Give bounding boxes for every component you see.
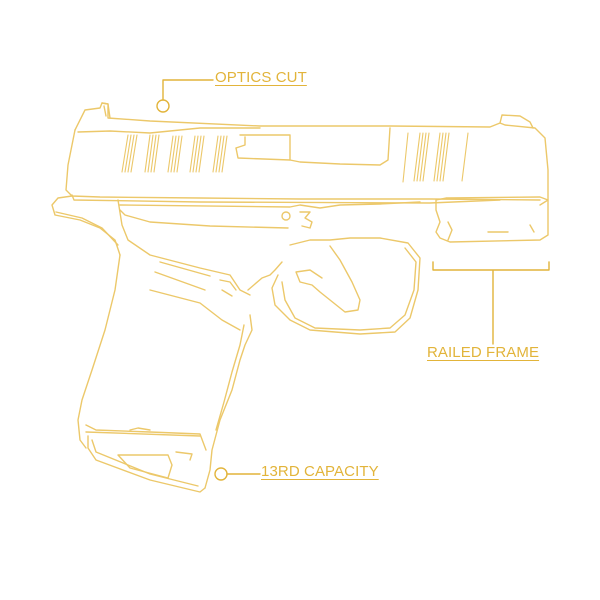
magazine-baseplate	[85, 424, 207, 493]
grip-outline	[77, 254, 283, 489]
trigger-guard	[271, 237, 421, 335]
optics-leader-line	[162, 79, 214, 101]
rear-serrations	[121, 134, 228, 173]
frame-bracket-line	[432, 261, 550, 345]
callout-13rd-capacity[interactable]: 13RD CAPACITY	[261, 463, 379, 480]
trigger	[295, 245, 361, 313]
callout-lines	[156, 79, 550, 481]
optics-marker-icon	[156, 99, 170, 113]
capacity-marker-icon	[214, 467, 228, 481]
callout-optics-cut[interactable]: OPTICS CUT	[215, 69, 307, 86]
front-serrations	[402, 132, 469, 183]
callout-railed-frame[interactable]: RAILED FRAME	[427, 344, 540, 361]
slide-outline	[65, 102, 549, 206]
frame-outline	[51, 195, 549, 296]
